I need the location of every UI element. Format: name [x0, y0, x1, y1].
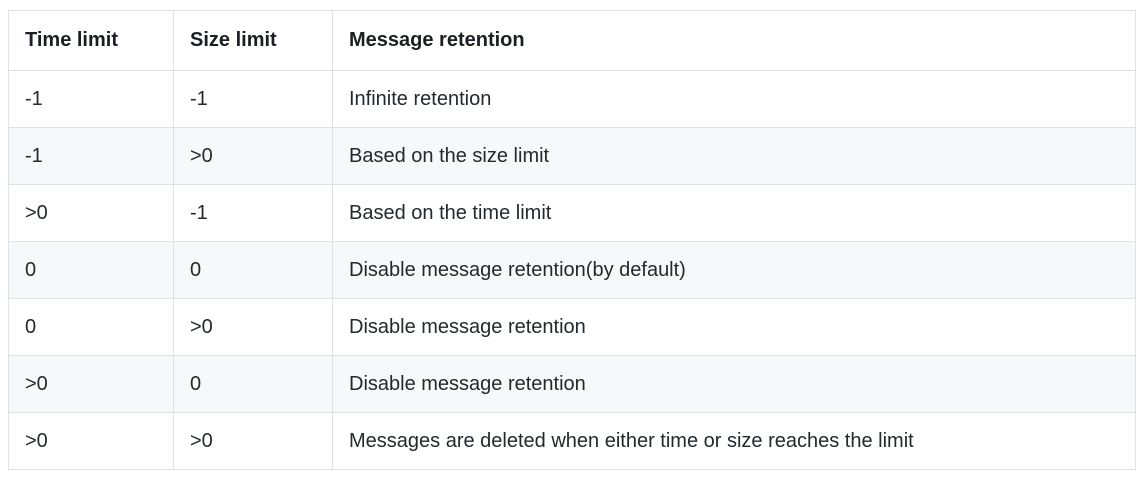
cell-size-limit: -1 [173, 70, 333, 128]
cell-size-limit: >0 [173, 412, 333, 470]
cell-time-limit: 0 [8, 298, 174, 356]
cell-time-limit: 0 [8, 241, 174, 299]
column-header-size-limit: Size limit [173, 10, 333, 71]
cell-time-limit: >0 [8, 355, 174, 413]
message-retention-table: Time limit Size limit Message retention … [8, 10, 1136, 470]
cell-size-limit: >0 [173, 298, 333, 356]
table-header-row: Time limit Size limit Message retention [8, 10, 1136, 71]
column-header-time-limit: Time limit [8, 10, 174, 71]
table-row: -1 -1 Infinite retention [8, 70, 1136, 128]
table-row: >0 -1 Based on the time limit [8, 184, 1136, 242]
cell-time-limit: >0 [8, 412, 174, 470]
cell-time-limit: >0 [8, 184, 174, 242]
cell-message-retention: Based on the size limit [332, 127, 1136, 185]
table-row: 0 >0 Disable message retention [8, 298, 1136, 356]
table-row: 0 0 Disable message retention(by default… [8, 241, 1136, 299]
table-row: >0 0 Disable message retention [8, 355, 1136, 413]
cell-size-limit: -1 [173, 184, 333, 242]
cell-message-retention: Based on the time limit [332, 184, 1136, 242]
cell-message-retention: Disable message retention(by default) [332, 241, 1136, 299]
table-body: -1 -1 Infinite retention -1 >0 Based on … [8, 70, 1136, 470]
cell-time-limit: -1 [8, 70, 174, 128]
cell-message-retention: Infinite retention [332, 70, 1136, 128]
column-header-message-retention: Message retention [332, 10, 1136, 71]
cell-message-retention: Messages are deleted when either time or… [332, 412, 1136, 470]
cell-message-retention: Disable message retention [332, 355, 1136, 413]
table-header: Time limit Size limit Message retention [8, 10, 1136, 71]
table-row: >0 >0 Messages are deleted when either t… [8, 412, 1136, 470]
cell-time-limit: -1 [8, 127, 174, 185]
cell-size-limit: 0 [173, 355, 333, 413]
cell-size-limit: >0 [173, 127, 333, 185]
cell-size-limit: 0 [173, 241, 333, 299]
table-row: -1 >0 Based on the size limit [8, 127, 1136, 185]
cell-message-retention: Disable message retention [332, 298, 1136, 356]
